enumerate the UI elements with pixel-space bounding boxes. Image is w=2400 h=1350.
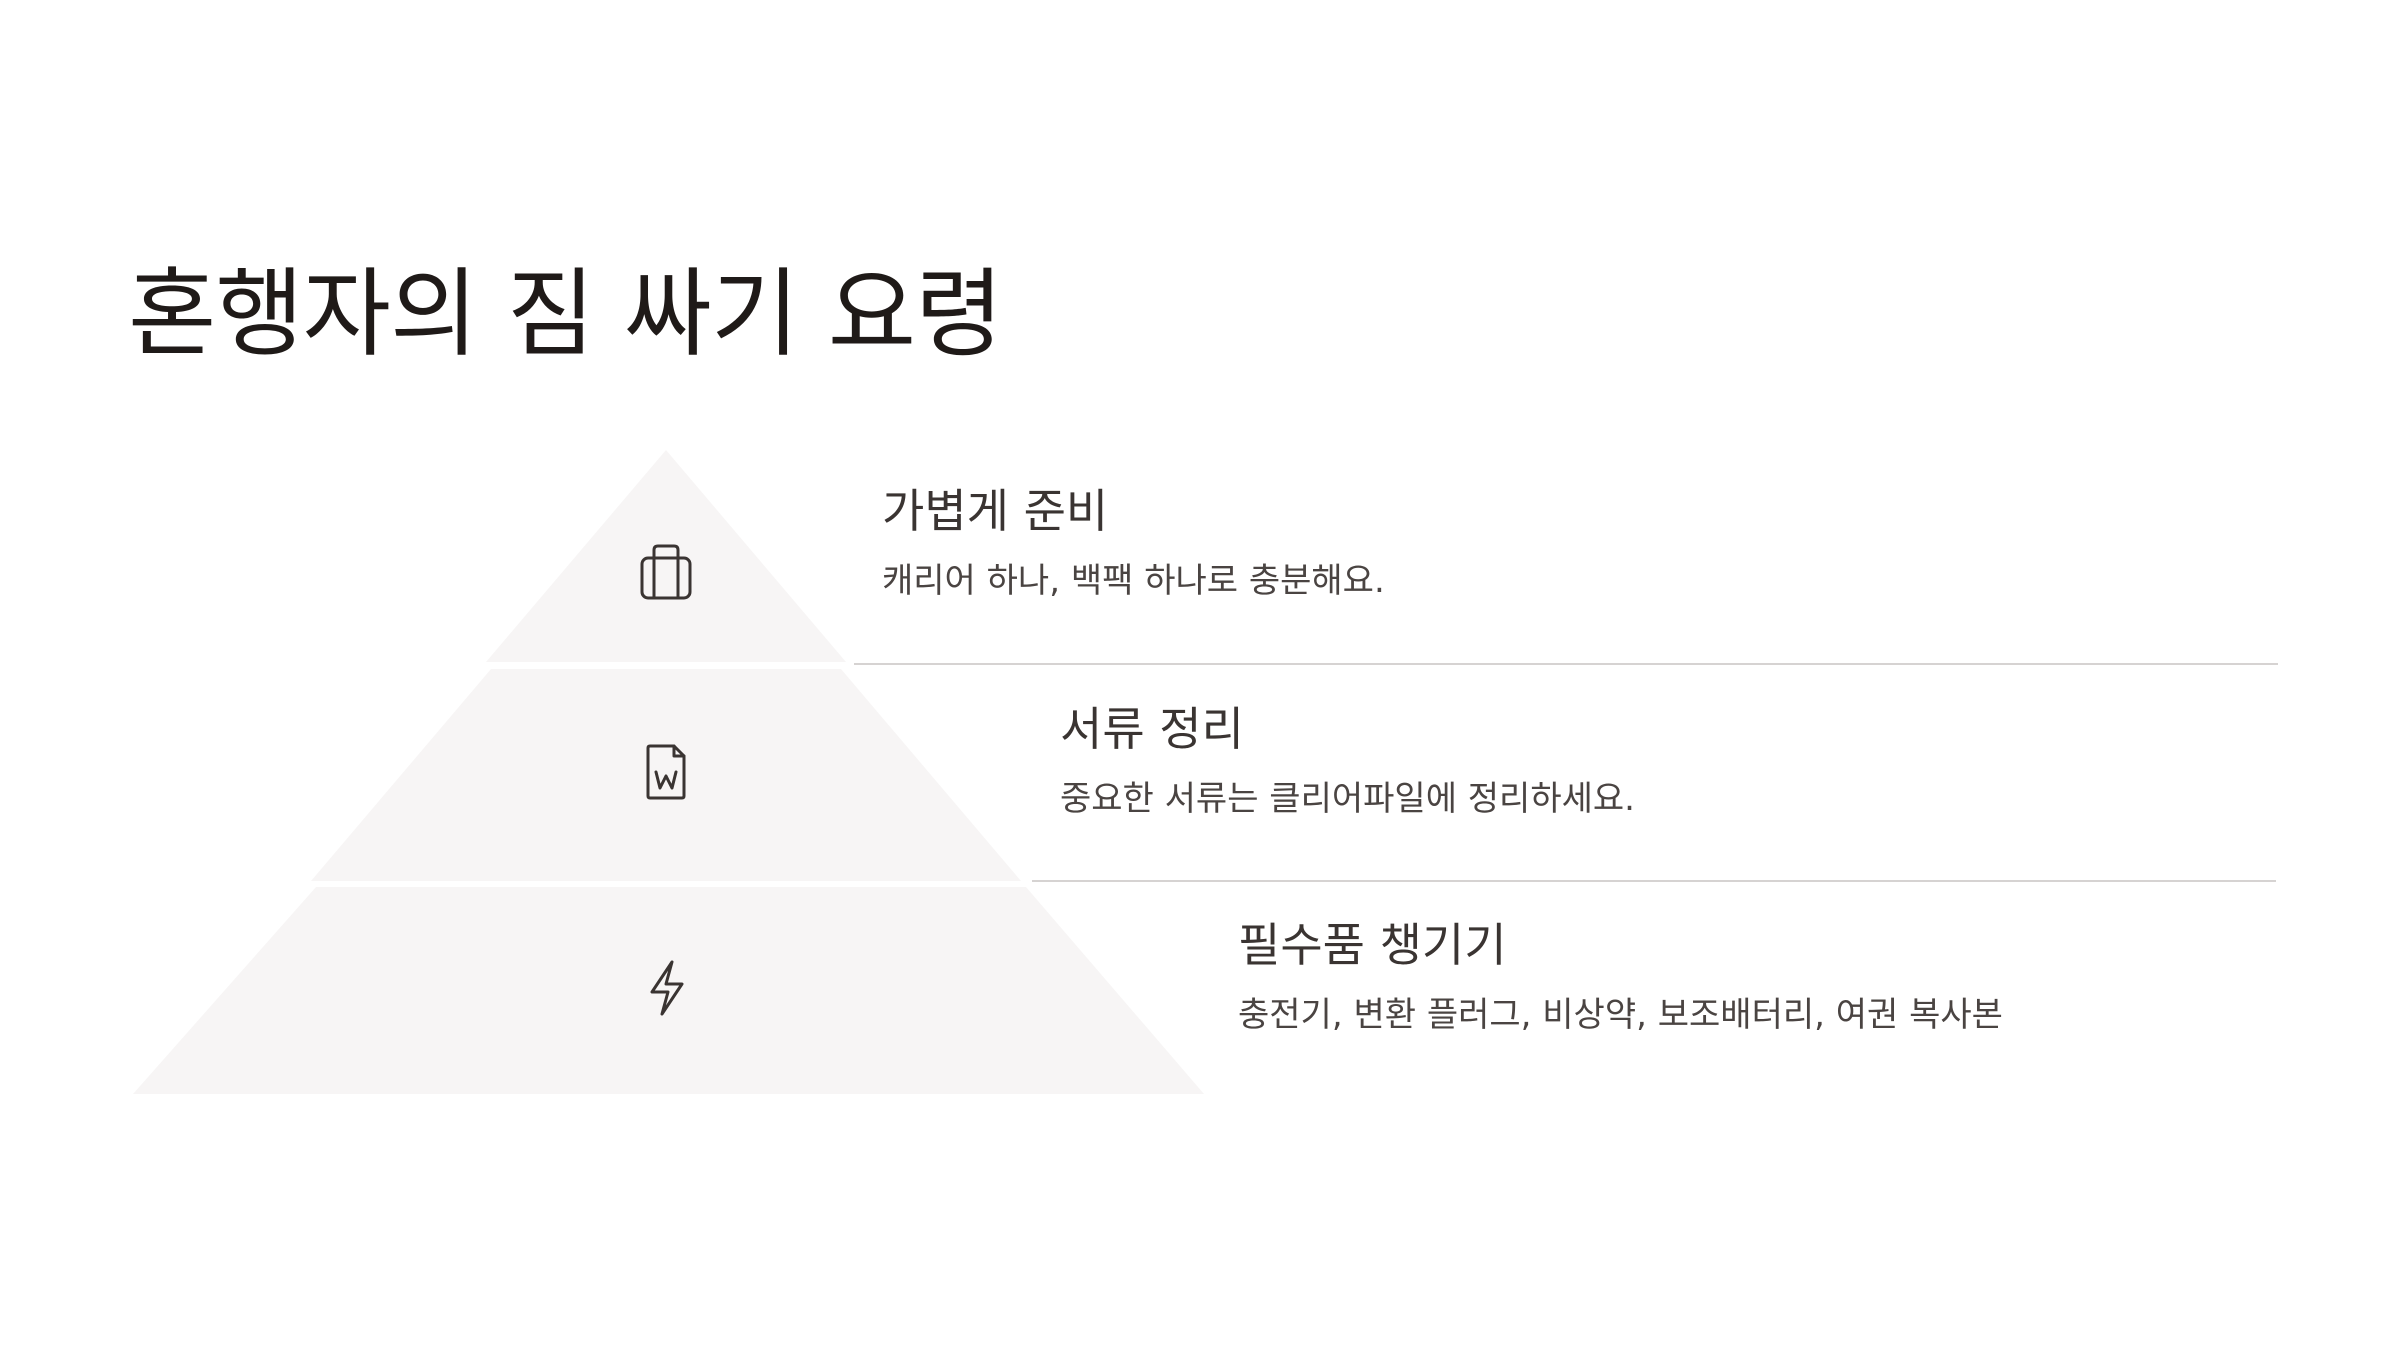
tier-1-description: 캐리어 하나, 백팩 하나로 충분해요. bbox=[882, 561, 1385, 602]
slide-title: 혼행자의 짐 싸기 요령 bbox=[128, 258, 1003, 370]
pyramid-tier-top bbox=[486, 450, 846, 662]
tier-2-text: 서류 정리 중요한 서류는 클리어파일에 정리하세요. bbox=[1060, 702, 1635, 820]
suitcase-icon bbox=[640, 544, 692, 600]
tier-3-text: 필수품 챙기기 충전기, 변환 플러그, 비상약, 보조배터리, 여권 복사본 bbox=[1238, 918, 2003, 1036]
tier-2-description: 중요한 서류는 클리어파일에 정리하세요. bbox=[1060, 779, 1635, 820]
tier-1-text: 가볍게 준비 캐리어 하나, 백팩 하나로 충분해요. bbox=[882, 484, 1385, 602]
tier-3-description: 충전기, 변환 플러그, 비상약, 보조배터리, 여권 복사본 bbox=[1238, 995, 2003, 1036]
tier-1-heading: 가볍게 준비 bbox=[882, 484, 1109, 538]
tier-3-heading: 필수품 챙기기 bbox=[1238, 918, 1507, 972]
lightning-icon bbox=[650, 960, 684, 1016]
tier-2-heading: 서류 정리 bbox=[1060, 702, 1244, 756]
document-icon bbox=[646, 744, 686, 800]
pyramid-tier-bottom bbox=[133, 887, 1204, 1094]
